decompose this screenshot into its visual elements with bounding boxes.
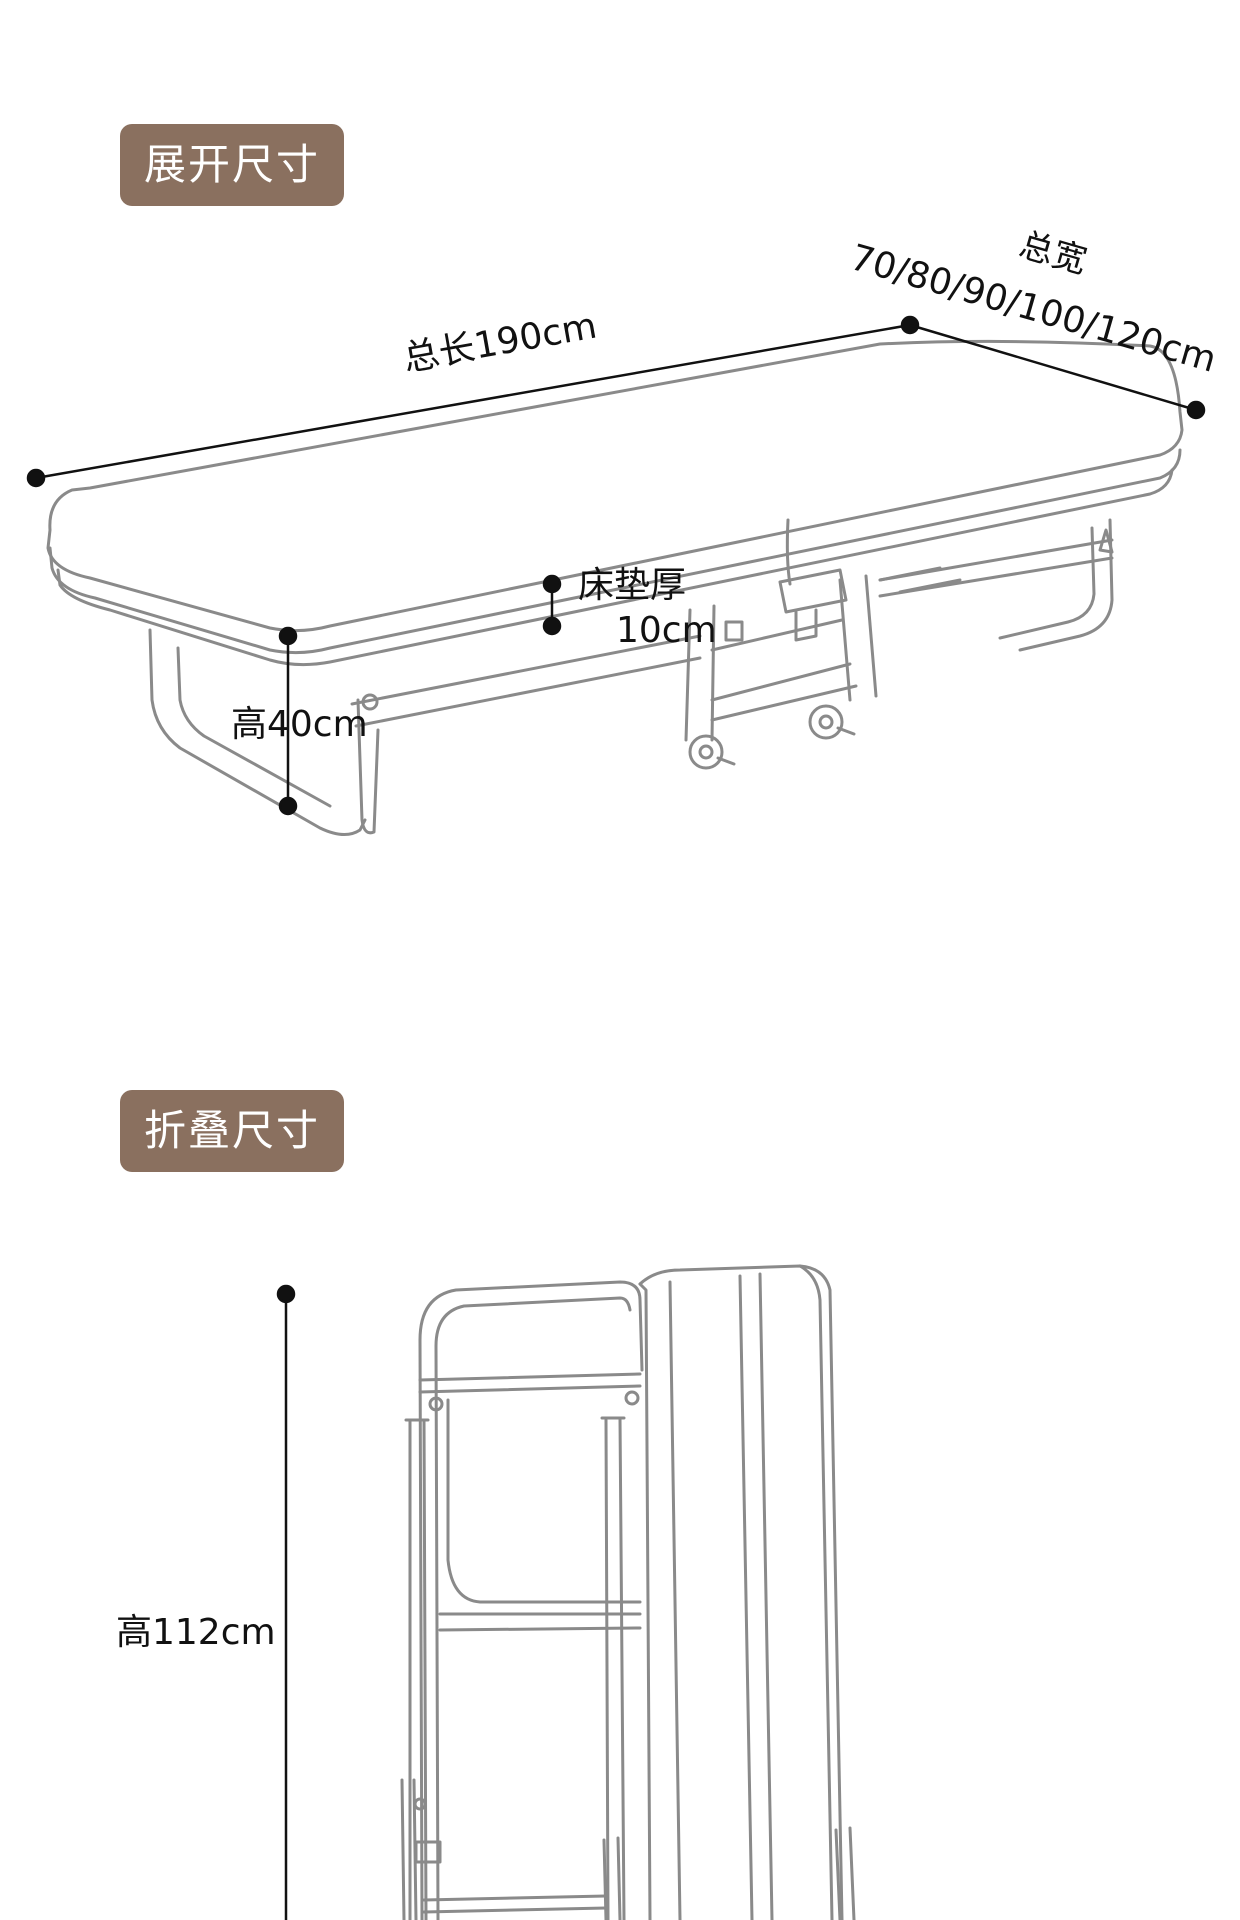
height-dot-top	[278, 626, 298, 646]
length-label: 总长190cm	[400, 306, 600, 380]
front-bar-top	[350, 634, 702, 706]
folded-mattress-seam-2	[738, 1274, 754, 1920]
mattress-value-label: 10cm	[616, 610, 717, 651]
mattress-title-label: 床垫厚	[578, 565, 686, 606]
folded-middle-crossbar	[438, 1612, 642, 1632]
middle-rail	[710, 618, 844, 652]
folded-mattress-seam-1	[668, 1280, 682, 1920]
front-post	[356, 698, 380, 835]
folded-bolt	[413, 1797, 427, 1811]
folded-leg-caps	[404, 1416, 626, 1422]
folded-mattress-edge-left	[638, 1282, 652, 1920]
length-dot-left	[26, 468, 46, 488]
middle-post-left	[684, 604, 716, 742]
unfolded-size-badge: 展开尺寸	[120, 124, 344, 206]
middle-bracket-box	[778, 568, 848, 614]
width-dot-right	[1186, 400, 1206, 420]
folded-lower-bracket-right	[834, 1826, 856, 1920]
height-label: 高40cm	[231, 704, 368, 745]
front-hinge	[361, 693, 379, 711]
folded-frame-loop	[418, 1280, 644, 1372]
left-leg-loop	[148, 628, 367, 836]
caster-left-hub	[698, 744, 714, 760]
folded-leg-left	[408, 1418, 428, 1920]
mattress-dot-bottom	[542, 616, 562, 636]
right-leg-inner	[998, 526, 1096, 640]
folded-frame-left-outer	[418, 1338, 424, 1920]
mattress-dot-top	[542, 574, 562, 594]
folded-bottom-crossbar	[422, 1894, 608, 1914]
height-dot-bottom	[278, 796, 298, 816]
mattress-front-edge	[48, 448, 1182, 655]
left-leg-inner	[176, 646, 332, 808]
frame-edge	[56, 468, 1174, 667]
caster-right-hub	[818, 714, 834, 730]
unfolded-bed-illustration	[46, 339, 1184, 836]
front-bar-bottom	[354, 656, 702, 728]
rear-slats	[878, 566, 962, 594]
folded-inner-panel	[446, 1398, 642, 1604]
right-leg-loop	[1018, 518, 1114, 652]
folded-lower-box-left	[414, 1840, 442, 1864]
folded-mattress-seam-3	[758, 1272, 774, 1920]
folded-height-label: 高112cm	[116, 1612, 276, 1653]
caster-left	[688, 734, 724, 770]
folded-hinge-left	[428, 1396, 444, 1412]
folded-dimension-lines	[276, 1284, 296, 1920]
right-corner	[1098, 528, 1114, 554]
caster-brakes	[716, 726, 856, 766]
folded-bed-illustration	[400, 1264, 856, 1920]
length-dimension-line	[35, 323, 911, 480]
folded-hinge-right	[624, 1390, 640, 1406]
folded-frame-left-inner	[434, 1344, 440, 1920]
folded-height-dot-top	[276, 1284, 296, 1304]
folded-size-badge: 折叠尺寸	[120, 1090, 344, 1172]
caster-right	[808, 704, 844, 740]
folded-frame-loop-inner	[434, 1296, 632, 1348]
width-title-label: 总宽	[1015, 225, 1091, 282]
unfolded-dimension-lines	[26, 315, 1206, 816]
middle-bracket-left	[724, 620, 744, 642]
width-dimension-line	[909, 323, 1197, 412]
middle-bracket-tab	[794, 608, 818, 642]
folded-leg-right	[604, 1416, 626, 1920]
middle-crossbar	[710, 662, 858, 722]
folded-top-crossbar	[418, 1372, 642, 1394]
folded-mattress-inner-right	[798, 1264, 834, 1920]
mattress-fold-seam	[785, 518, 792, 586]
